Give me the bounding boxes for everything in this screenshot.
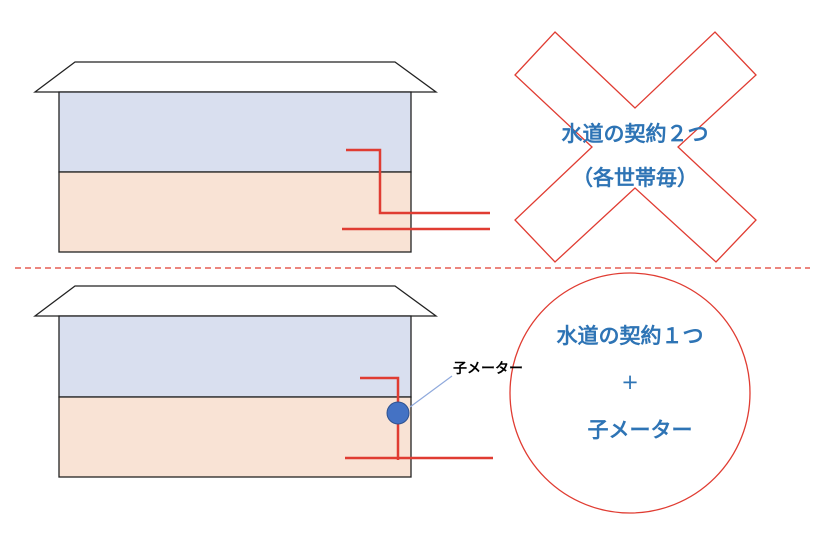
top-lower-floor: [58, 171, 412, 253]
bottom-house: [33, 285, 493, 478]
bottom-pipe-branch: [360, 376, 400, 460]
top-pipe-upper: [346, 148, 490, 215]
top-roof: [33, 61, 438, 93]
sub-meter-icon: [386, 401, 410, 425]
bottom-roof: [33, 285, 438, 317]
top-upper-floor: [58, 91, 412, 173]
bottom-submeter-text: 子メーター: [588, 418, 693, 442]
cross-mark: [514, 31, 757, 263]
top-contract-subtext: （各世帯毎）: [572, 166, 698, 190]
bottom-lower-floor: [58, 396, 412, 478]
top-house: [33, 61, 490, 253]
plus-sign: +: [621, 370, 639, 394]
top-contract-text: 水道の契約２つ: [562, 122, 709, 146]
ok-circle: [509, 272, 751, 514]
bottom-contract-text: 水道の契約１つ: [557, 324, 704, 348]
meter-callout-line: [409, 375, 453, 408]
meter-label: 子メーター: [453, 361, 523, 377]
bottom-upper-floor: [58, 315, 412, 398]
